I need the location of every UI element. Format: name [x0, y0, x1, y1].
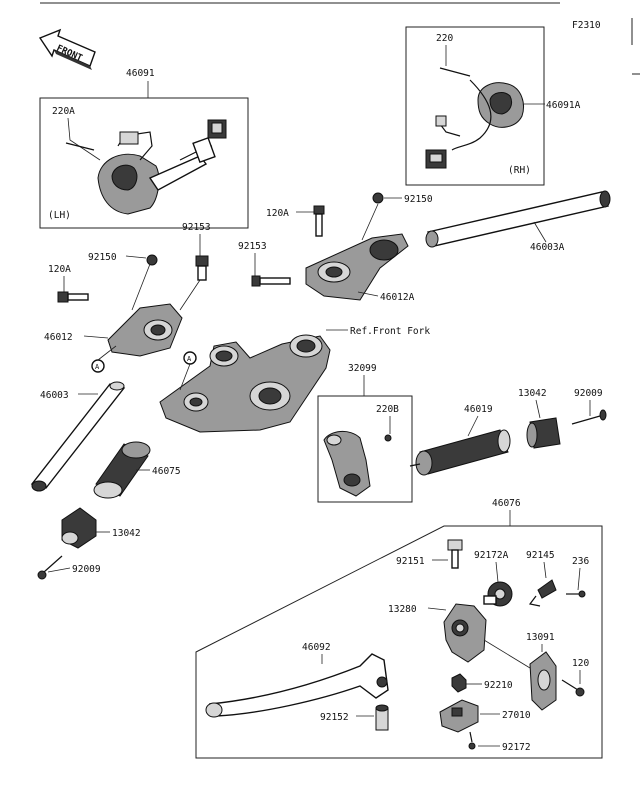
ref-mark-A-left-text: A [95, 363, 100, 371]
label-46012A: 46012A [380, 292, 415, 303]
bolt-120-right [561, 679, 585, 697]
label-220B: 220B [376, 404, 399, 415]
diagram-code: F2310 [572, 20, 601, 31]
bolt-92150-left [146, 254, 158, 266]
bolt-92153-right [251, 275, 291, 287]
screw-236 [566, 590, 586, 598]
handlebar-46003A [425, 190, 611, 248]
label-13091: 13091 [526, 632, 555, 643]
label-120A-right: 120A [266, 208, 289, 219]
label-46091A: 46091A [546, 100, 581, 111]
label-92145: 92145 [526, 550, 555, 561]
label-27010: 27010 [502, 710, 531, 721]
weight-13042-left [61, 507, 97, 549]
lh-switch-housing [65, 119, 227, 215]
label-220A: 220A [52, 106, 75, 117]
collar-92152 [375, 704, 389, 731]
label-92152: 92152 [320, 712, 349, 723]
label-220: 220 [436, 33, 453, 44]
label-92172: 92172 [502, 742, 531, 753]
label-ref-front-fork: Ref.Front Fork [350, 326, 430, 337]
lever-46092 [205, 653, 389, 718]
lh-switch-box [39, 97, 249, 229]
label-46003: 46003 [40, 390, 69, 401]
screw-92172 [468, 731, 476, 750]
throttle-box [317, 395, 413, 503]
weight-13042-right [526, 417, 561, 449]
label-236: 236 [572, 556, 589, 567]
label-46092: 46092 [302, 642, 331, 653]
front-arrow-icon: FRONT [38, 28, 96, 70]
spring-92145 [528, 579, 557, 607]
bolt-120A-right [313, 205, 325, 237]
rh-switch-box [405, 26, 545, 186]
label-92150-left: 92150 [88, 252, 117, 263]
adjuster-92172A [483, 581, 513, 607]
bolt-120A-left [57, 291, 89, 303]
label-92210: 92210 [484, 680, 513, 691]
rh-switch-housing [425, 67, 524, 169]
clamp-46012A [305, 233, 409, 301]
label-46019: 46019 [464, 404, 493, 415]
screw-92009-right [571, 409, 607, 425]
screw-92009-left [37, 555, 63, 580]
fork-top-bridge [159, 334, 331, 433]
label-92153-right: 92153 [238, 241, 267, 252]
throttle-housing-32099 [323, 431, 371, 497]
label-92009-right: 92009 [574, 388, 603, 399]
bolt-92153-left [195, 255, 209, 281]
bolt-92151 [447, 539, 463, 569]
label-92009-left: 92009 [72, 564, 101, 575]
label-92150-right: 92150 [404, 194, 433, 205]
handlebar-46003 [30, 381, 126, 492]
throttle-grip-46019 [409, 429, 511, 476]
lh-tag: (LH) [48, 210, 71, 221]
bolt-92150-right [372, 192, 384, 204]
lever-assembly-box [195, 525, 603, 759]
label-92153-left: 92153 [182, 222, 211, 233]
rh-tag: (RH) [508, 165, 531, 176]
label-92172A: 92172A [474, 550, 509, 561]
label-120A-left: 120A [48, 264, 71, 275]
label-32099: 32099 [348, 363, 377, 374]
clamp-46012 [107, 303, 183, 357]
label-120-right: 120 [572, 658, 589, 669]
label-13280: 13280 [388, 604, 417, 615]
label-13042-left: 13042 [112, 528, 141, 539]
lever-holder-13280 [443, 603, 487, 663]
clamp-13091 [529, 651, 557, 711]
label-46003A: 46003A [530, 242, 565, 253]
nut-92210 [451, 673, 467, 693]
label-92151: 92151 [396, 556, 425, 567]
label-13042-right: 13042 [518, 388, 547, 399]
ref-mark-A-right-text: A [187, 355, 192, 363]
grip-46075 [93, 441, 151, 499]
label-46076: 46076 [492, 498, 521, 509]
switch-27010 [439, 699, 479, 733]
label-46012: 46012 [44, 332, 73, 343]
label-46075: 46075 [152, 466, 181, 477]
screw-220B [384, 434, 392, 442]
label-46091: 46091 [126, 68, 155, 79]
